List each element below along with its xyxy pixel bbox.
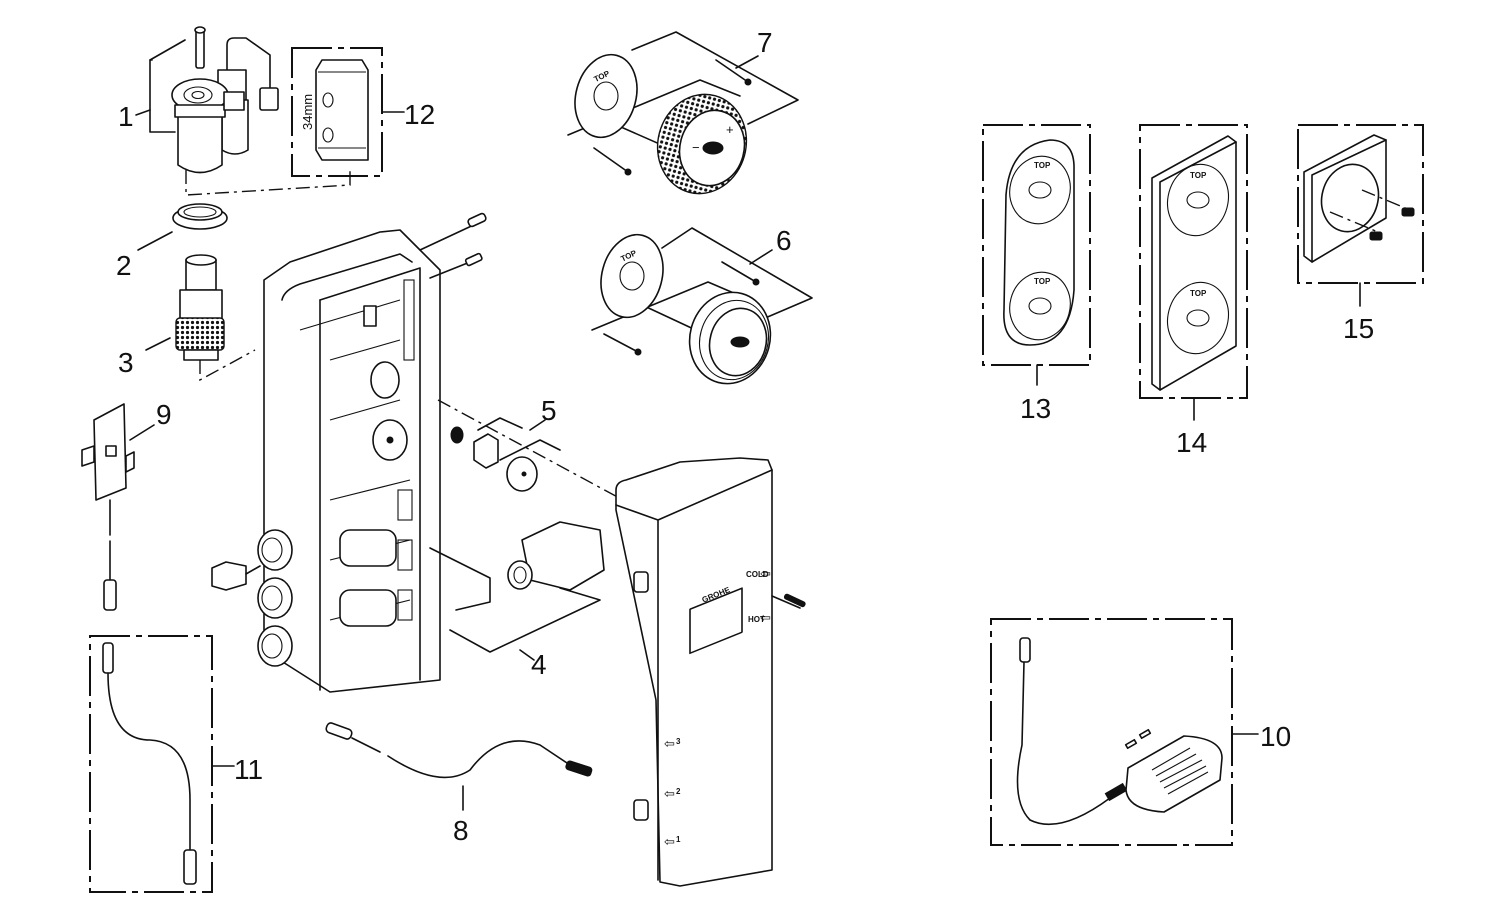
leader-7 (735, 55, 759, 69)
leader-1c (135, 109, 151, 116)
callout-12: 12 (404, 99, 435, 130)
cold-label: COLD (746, 570, 769, 579)
knob-plus-icon: + (726, 122, 734, 137)
callout-14: 14 (1176, 427, 1207, 458)
leader-1b (149, 39, 186, 61)
part-14-rectangular-plate: TOP TOP (1139, 124, 1248, 399)
outlet-3-label: 3 (676, 737, 681, 746)
threaded-fitting (257, 625, 293, 667)
main-valve-body (211, 212, 661, 693)
part-7-control-knob: TOP + − (567, 31, 799, 195)
leader-5 (529, 419, 546, 431)
outlet-2-label: 2 (676, 787, 681, 796)
plate-top-label: TOP (1190, 289, 1207, 298)
callout-2: 2 (116, 250, 132, 281)
callout-11: 11 (234, 754, 263, 785)
threaded-fitting (257, 577, 293, 619)
plate-top-label: TOP (1034, 277, 1051, 286)
part-6-control-knob: TOP (591, 227, 813, 385)
callout-15: 15 (1343, 313, 1374, 344)
part-3-cartridge (175, 254, 256, 382)
callout-7: 7 (757, 27, 773, 58)
hot-arrow-icon: ⇦ (760, 610, 771, 625)
leader-3 (145, 337, 171, 351)
callout-8: 8 (453, 815, 469, 846)
leader-2 (137, 231, 173, 251)
hot-label: HOT (748, 615, 765, 624)
leader-6 (749, 249, 773, 265)
part-9-sensor (81, 403, 135, 611)
knob-minus-icon: − (692, 140, 700, 155)
plate-top-label: TOP (1190, 171, 1207, 180)
threaded-fitting (257, 529, 293, 571)
callout-6: 6 (776, 225, 792, 256)
outlet-1-label: 1 (676, 835, 681, 844)
callout-13: 13 (1020, 393, 1051, 424)
callout-5: 5 (541, 395, 557, 426)
part-2-ring (172, 203, 228, 230)
outlet-2-arrow-icon: ⇦ (664, 786, 675, 801)
part-8-connection-cable (325, 722, 593, 779)
leader-9 (129, 424, 155, 441)
part-1-actuator (171, 26, 351, 196)
leader-4 (519, 649, 535, 661)
part-11-extension-cable (89, 635, 213, 893)
plate-top-label: TOP (1034, 161, 1051, 170)
outlet-3-arrow-icon: ⇦ (664, 736, 675, 751)
callout-3: 3 (118, 347, 134, 378)
key-size-label: 34mm (300, 94, 315, 130)
part-13-oval-plate: TOP TOP (982, 124, 1091, 366)
cold-arrow-icon: ⇦ (760, 566, 771, 581)
part-15-square-plate (1297, 124, 1424, 284)
callout-1: 1 (118, 101, 134, 132)
part-4-valve-cartridge (429, 521, 605, 653)
front-cover-panel: GROHE COLD ⇦ HOT ⇦ ⇦ 3 ⇦ 2 ⇦ 1 (615, 457, 806, 887)
part-12-assembly-key: 34mm (291, 47, 383, 177)
part-5-check-valve (450, 417, 561, 492)
callout-9: 9 (156, 399, 172, 430)
callout-10: 10 (1260, 721, 1291, 752)
callout-4: 4 (531, 649, 547, 680)
part-10-power-adapter (990, 618, 1233, 846)
outlet-1-arrow-icon: ⇦ (664, 834, 675, 849)
